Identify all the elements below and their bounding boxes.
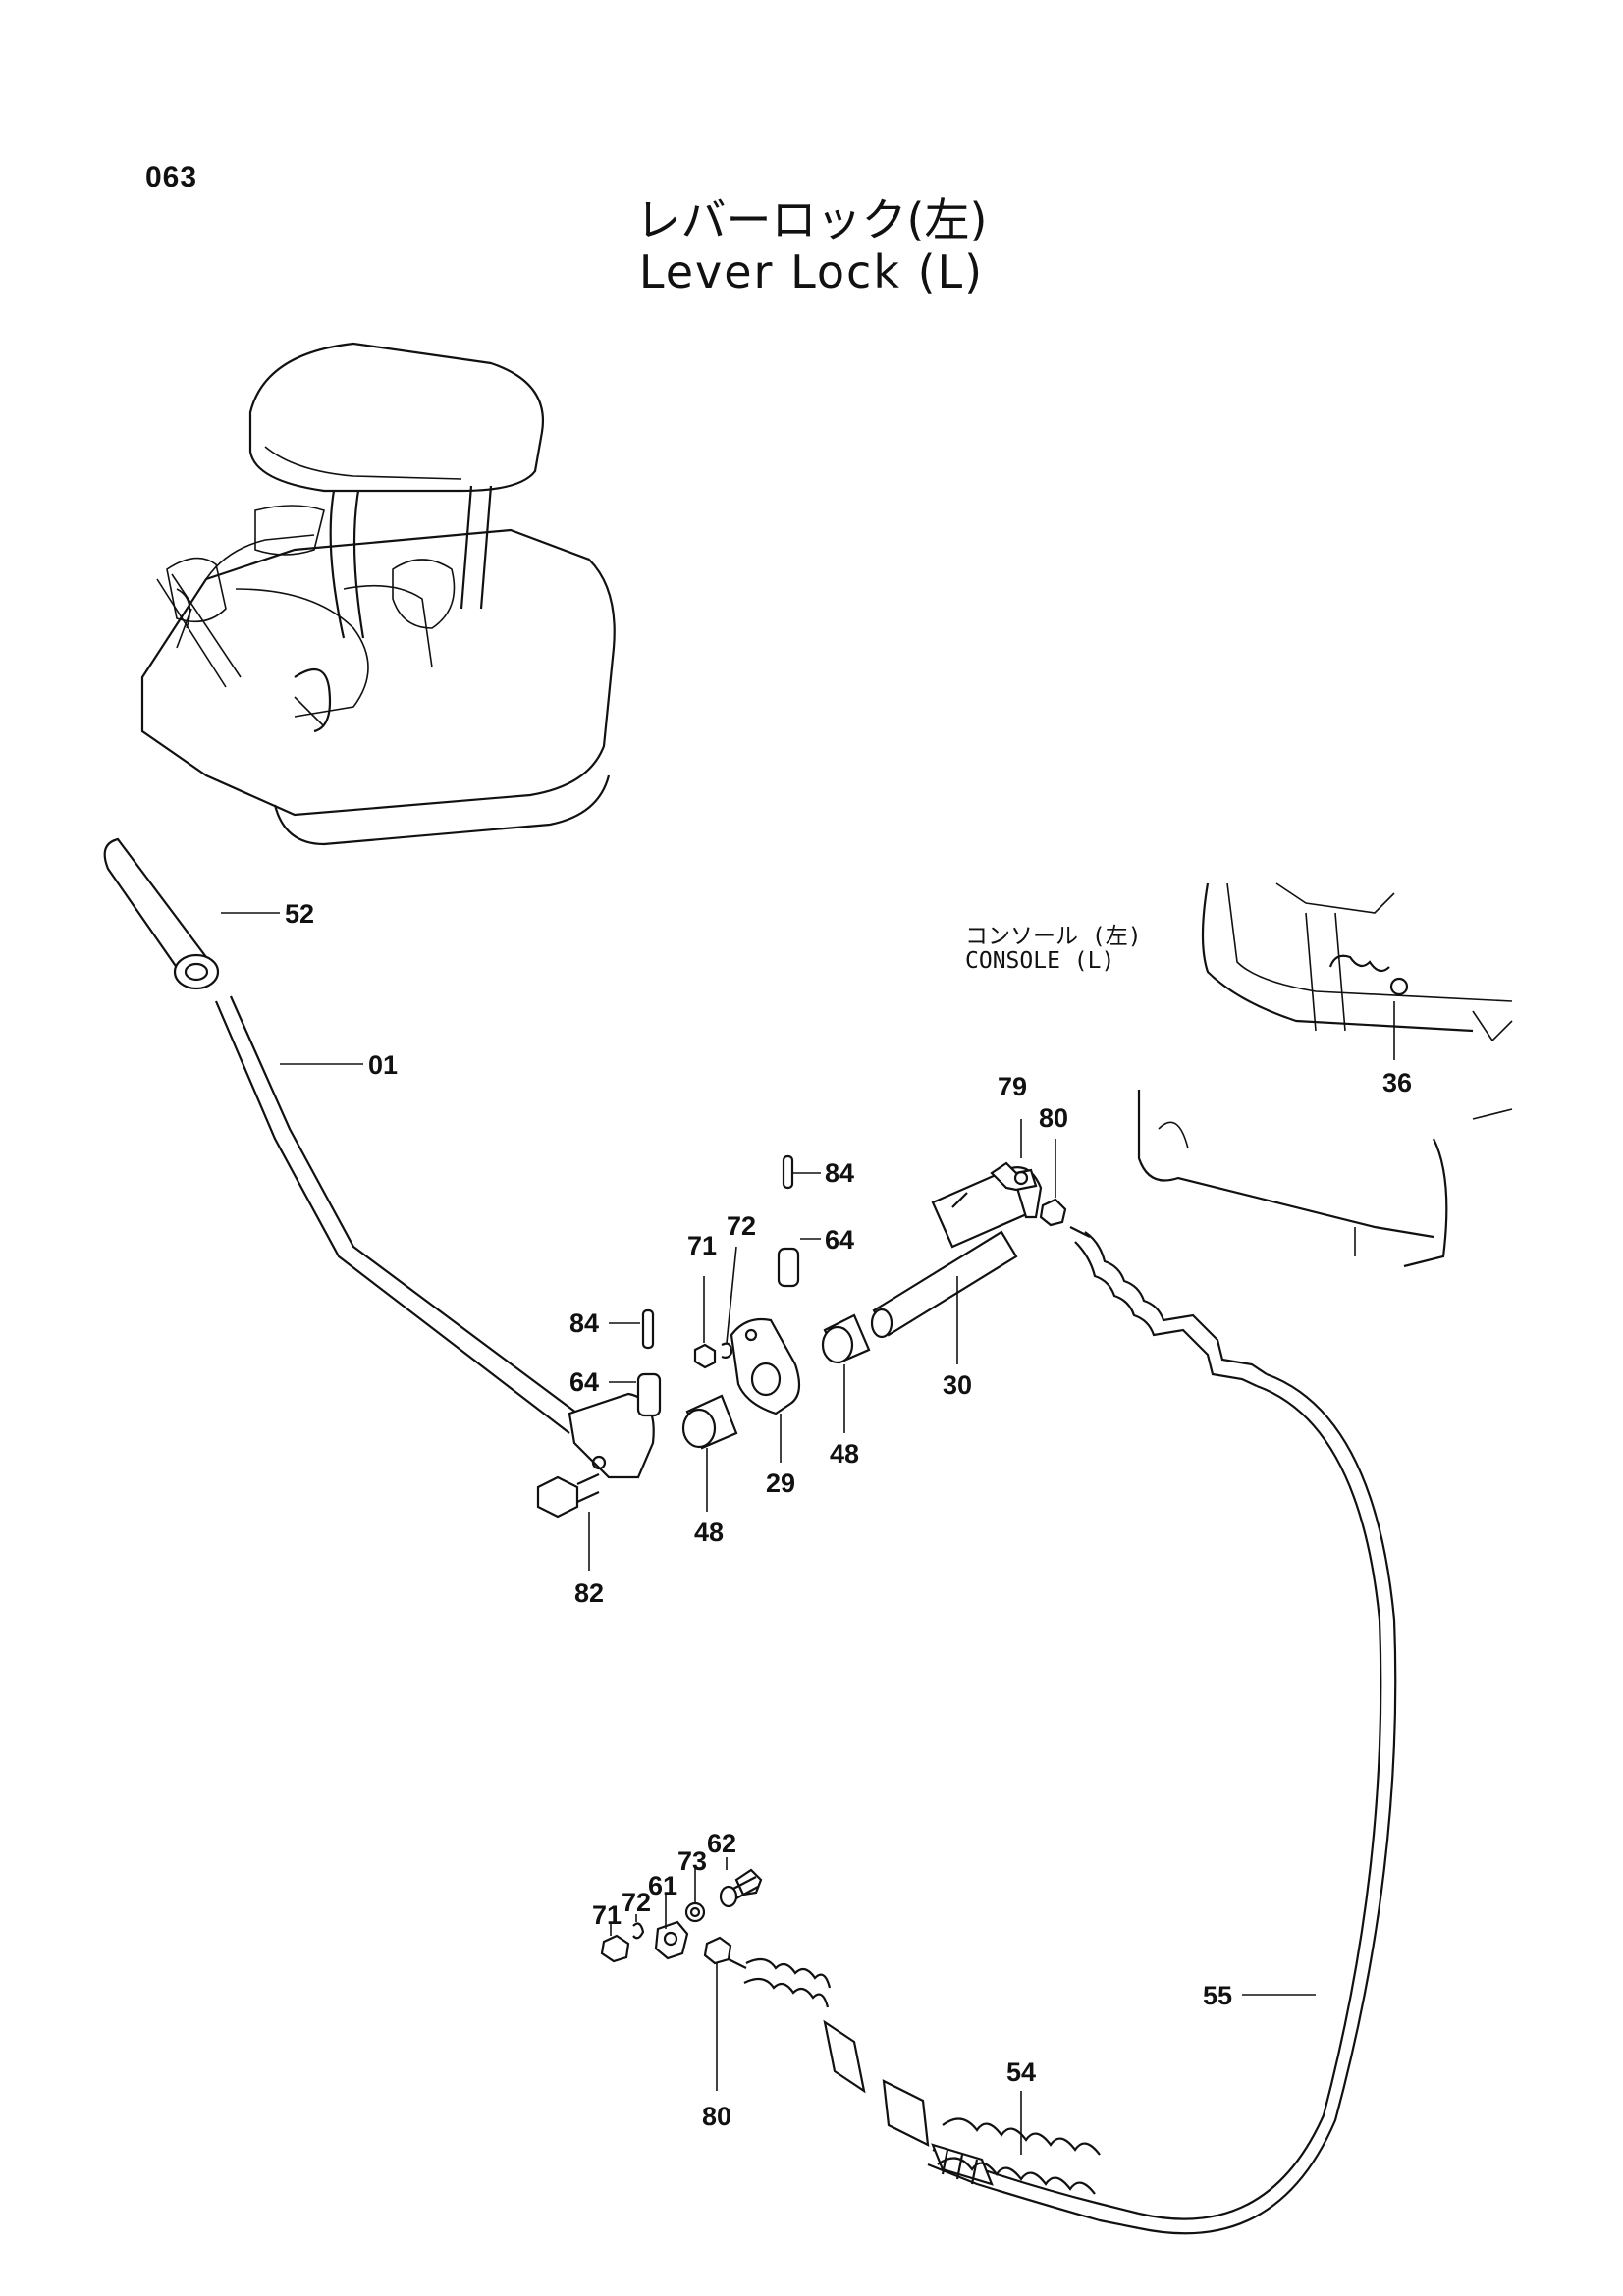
callout-72-lower: 72 [622, 1888, 651, 1917]
callout-72-upper: 72 [727, 1211, 756, 1241]
bolt-part-82 [536, 1472, 600, 1519]
shaft-part-30 [870, 1166, 1043, 1339]
lever-part-01 [214, 995, 655, 1479]
console-label-english: CONSOLE (L) [965, 948, 1115, 974]
callout-79: 79 [998, 1072, 1027, 1101]
callout-61: 61 [648, 1871, 677, 1900]
diagram-title-english: Lever Lock (L) [638, 245, 985, 298]
leader-lines [221, 912, 1395, 2155]
callout-52: 52 [285, 899, 314, 929]
pin-parts-upper [777, 1154, 800, 1288]
console-left-illustration [1137, 882, 1513, 1268]
callout-48-right: 48 [830, 1439, 859, 1468]
machine-overview-illustration [140, 342, 616, 846]
callout-55: 55 [1203, 1981, 1232, 2010]
nut-washer-upper [693, 1342, 733, 1369]
callout-62: 62 [707, 1829, 736, 1858]
bushing-part-48-right [821, 1313, 871, 1364]
callout-82: 82 [574, 1578, 604, 1608]
callout-80-bottom: 80 [702, 2102, 731, 2131]
callout-71-upper: 71 [687, 1231, 717, 1260]
bushing-part-48-left [681, 1394, 738, 1450]
cable-part-55 [716, 1226, 1397, 2235]
callout-36: 36 [1382, 1068, 1412, 1097]
fitting-part-79 [990, 1161, 1038, 1192]
cable-part-54 [937, 2117, 1101, 2195]
callout-54: 54 [1006, 2057, 1036, 2087]
callout-80-top: 80 [1039, 1103, 1068, 1133]
callout-84-upper: 84 [825, 1158, 854, 1188]
callout-64-upper: 64 [825, 1225, 854, 1255]
pin-parts-lower [636, 1308, 662, 1417]
callout-30: 30 [943, 1370, 972, 1400]
lower-hardware-group [600, 1868, 763, 1965]
nut-part-80-top [1039, 1198, 1067, 1227]
page-number: 063 [145, 161, 198, 193]
callout-29: 29 [766, 1468, 795, 1498]
callout-84-lower: 84 [569, 1308, 599, 1338]
callout-71-lower: 71 [592, 1900, 622, 1930]
callout-numbers: 52 01 36 79 80 84 64 71 72 84 64 30 48 2… [285, 899, 1412, 2131]
callout-48-left: 48 [694, 1518, 724, 1547]
plate-part-29 [730, 1317, 801, 1415]
callout-01: 01 [368, 1050, 398, 1080]
diagram-title-japanese: レバーロック(左) [635, 193, 988, 246]
grip-part-52 [103, 837, 220, 990]
callout-64-lower: 64 [569, 1367, 599, 1397]
callout-73: 73 [677, 1846, 707, 1876]
console-label-japanese: コンソール (左) [965, 924, 1142, 949]
